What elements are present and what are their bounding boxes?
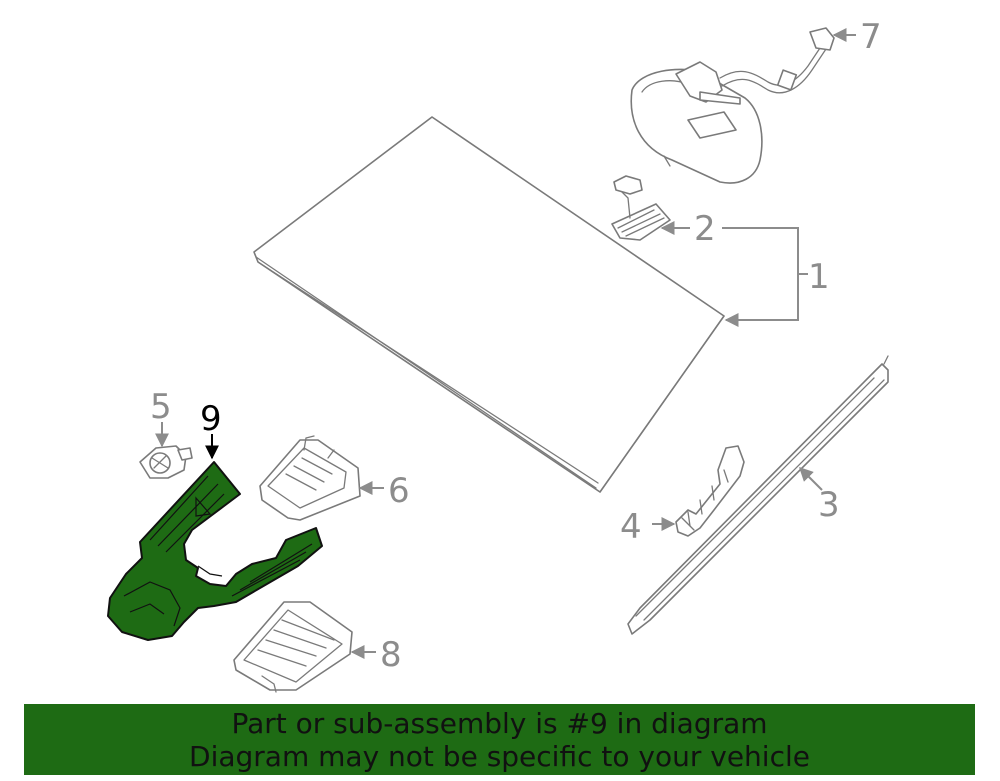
callout-3[interactable]: 3 (818, 485, 840, 525)
banner-line-2: Diagram may not be specific to your vehi… (189, 739, 810, 773)
callout-5[interactable]: 5 (150, 387, 172, 427)
camera-cover (107, 461, 323, 641)
callout-1[interactable]: 1 (808, 257, 830, 297)
camera-module (259, 435, 361, 521)
callout-6[interactable]: 6 (388, 471, 410, 511)
info-banner: Part or sub-assembly is #9 in diagram Di… (24, 704, 975, 775)
camera-fastener (139, 445, 193, 479)
callout-7[interactable]: 7 (860, 17, 882, 57)
rain-sensor (611, 175, 671, 241)
camera-bracket (233, 601, 353, 693)
molding-clip (675, 445, 745, 537)
callout-2[interactable]: 2 (694, 209, 716, 249)
banner-line-1: Part or sub-assembly is #9 in diagram (231, 706, 768, 740)
callout-leaders (155, 28, 856, 659)
rear-view-mirror (630, 27, 835, 184)
windshield-side-molding (627, 355, 889, 635)
windshield-glass (253, 116, 725, 493)
callout-9[interactable]: 9 (200, 399, 222, 439)
callout-8[interactable]: 8 (380, 635, 402, 675)
camera-cover-body (107, 461, 323, 641)
callout-4[interactable]: 4 (620, 507, 642, 547)
callout-labels: 1 2 3 4 5 6 7 8 9 (150, 17, 882, 675)
